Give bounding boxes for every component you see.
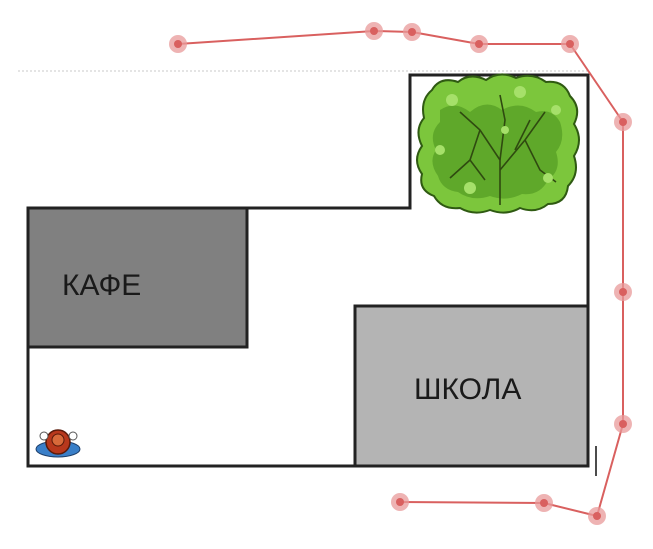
path-overlay[interactable]: [169, 22, 632, 525]
bush-icon[interactable]: [416, 73, 580, 214]
school-block: [353, 304, 590, 468]
path-handle[interactable]: [614, 113, 632, 131]
path-handle-dot: [174, 40, 182, 48]
path-handle[interactable]: [169, 35, 187, 53]
path-handle[interactable]: [588, 507, 606, 525]
bush-highlights: [435, 86, 561, 194]
path-handle-dot: [619, 420, 627, 428]
character-hand: [39, 431, 49, 441]
path-handle-dot: [540, 499, 548, 507]
cafe-building[interactable]: КАФЕ: [26, 206, 249, 349]
character-icon[interactable]: [35, 429, 81, 458]
cafe-block: [26, 206, 249, 349]
path-handle[interactable]: [561, 35, 579, 53]
path-handle[interactable]: [614, 283, 632, 301]
path-handle[interactable]: [365, 22, 383, 40]
cafe-label: КАФЕ: [62, 269, 141, 302]
path-handle-dot: [408, 28, 416, 36]
path-handle[interactable]: [614, 415, 632, 433]
path-handle-dot: [619, 288, 627, 296]
school-label: ШКОЛА: [414, 373, 521, 406]
path-handle-dot: [566, 40, 574, 48]
school-building[interactable]: ШКОЛА: [353, 304, 590, 468]
path-handle-dot: [593, 512, 601, 520]
character-hand: [68, 431, 78, 441]
bush-shade: [432, 104, 563, 199]
character-head: [51, 433, 65, 447]
path-handle-dot: [475, 40, 483, 48]
path-handle-dot: [396, 498, 404, 506]
path-handle[interactable]: [391, 493, 409, 511]
path-handle[interactable]: [403, 23, 421, 41]
path-handle[interactable]: [535, 494, 553, 512]
path-handle[interactable]: [470, 35, 488, 53]
path-handle-dot: [619, 118, 627, 126]
path-handle-dot: [370, 27, 378, 35]
